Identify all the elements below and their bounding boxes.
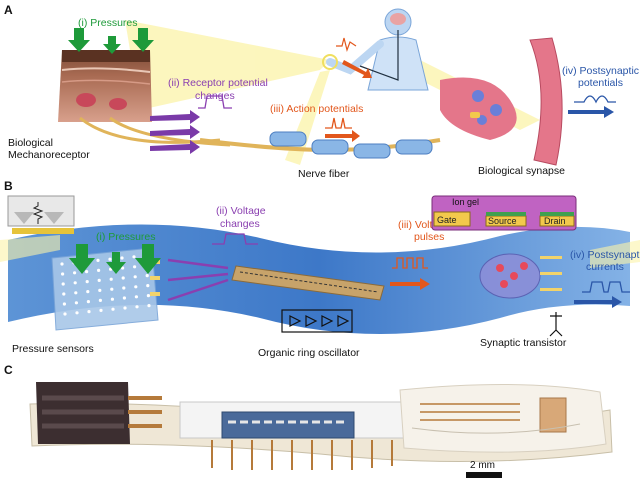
receptor-potential-trace (198, 95, 232, 109)
sensor-pixel (132, 255, 136, 259)
sensor-pixel (86, 300, 90, 304)
panel-b-pressures-label: (i) Pressures (96, 231, 156, 243)
sensor-pixel (98, 288, 102, 292)
panel-b-glow-beams (0, 235, 640, 268)
sensor-pixel (73, 271, 77, 275)
human-figure-illustration (322, 8, 429, 91)
sensor-pixel (60, 262, 64, 266)
ring-oscillator-chip (231, 265, 385, 301)
action-potential-trace (325, 117, 352, 129)
sensor-pixel (61, 272, 65, 276)
oscillator-label: Organic ring oscillator (258, 347, 360, 359)
panel-a-post-label-1: (iv) Postsynaptic (562, 65, 639, 77)
panel-b-orange-arrow (390, 278, 430, 290)
sensor-pixel (146, 294, 150, 298)
pressure-sensor-inset (7, 195, 75, 234)
sensor-pixel (97, 278, 101, 282)
nerve-fiber-label: Nerve fiber (298, 168, 350, 180)
sensor-pixel (133, 275, 137, 279)
gate-label: Gate (437, 215, 457, 225)
sensor-pixel (145, 274, 149, 278)
sensor-pixel (86, 290, 90, 294)
mechanoreceptor-label-1: Biological (8, 137, 53, 149)
scale-bar-label: 2 mm (470, 460, 495, 471)
panel-b-voltage-label-1: (ii) Voltage (216, 205, 266, 217)
human-spike-trace (336, 37, 357, 53)
sensor-pixel (120, 256, 124, 260)
sensor-pixel (61, 282, 65, 286)
panel-a-pressure-arrows (68, 28, 154, 54)
sensor-pixel (99, 308, 103, 312)
postsynaptic-potential-trace (574, 95, 616, 104)
panel-b-post-label-1: (iv) Postsynaptic (570, 249, 640, 261)
sensor-pixel (98, 298, 102, 302)
sensor-pixel (74, 291, 78, 295)
sensor-pixel (62, 292, 66, 296)
sensor-pixel (96, 258, 100, 262)
synapse-label: Biological synapse (478, 165, 565, 177)
voltage-pulse-trace (392, 257, 428, 269)
panel-a-action-label: (iii) Action potentials (270, 103, 363, 115)
sensor-pixel (146, 284, 150, 288)
sensor-pixel (147, 304, 151, 308)
sensor-pixel (62, 302, 66, 306)
sensor-pixel (63, 312, 67, 316)
voltage-change-trace (212, 233, 258, 245)
sensor-pixel (121, 266, 125, 270)
panel-a-blue-arrow (568, 106, 614, 118)
panel-b-pressure-arrows (69, 244, 161, 274)
sensor-pixel (109, 277, 113, 281)
drain-label: Drain (544, 216, 566, 226)
postsynaptic-current-trace (582, 281, 630, 293)
ring-oscillator-schematic (281, 309, 353, 333)
panel-b-voltage-label-2: changes (220, 218, 260, 230)
panel-a-pressures-label: (i) Pressures (78, 17, 138, 29)
sensor-pixel (74, 301, 78, 305)
panel-a-purple-arrows (150, 110, 200, 154)
panel-b-blue-arrow (574, 296, 622, 308)
sensor-pixel (108, 257, 112, 261)
sensor-pixel (134, 295, 138, 299)
panel-a-receptor-label-1: (ii) Receptor potential (168, 77, 268, 89)
sensor-pixel (133, 265, 137, 269)
panel-b-pulses-label-2: pulses (414, 231, 444, 243)
sensor-pixel (97, 268, 101, 272)
panel-b-purple-arrows (167, 258, 229, 302)
panel-c-label: C (4, 363, 13, 377)
panel-b-label: B (4, 179, 13, 193)
panel-a-post-label-2: potentials (578, 77, 623, 89)
sensor-pixel (122, 286, 126, 290)
device-photograph (29, 382, 613, 470)
sensors-label: Pressure sensors (12, 343, 94, 355)
sensor-pixel (122, 296, 126, 300)
panel-a-orange-arrow (325, 130, 360, 142)
panel-a-label: A (4, 3, 13, 17)
sensor-pixel (121, 276, 125, 280)
scale-bar (466, 472, 502, 478)
synaptic-transistor-inset (431, 195, 577, 231)
synaptic-transistor-device (479, 253, 563, 337)
mechanoreceptor-illustration (58, 50, 231, 147)
sensor-pixel (134, 285, 138, 289)
ion-gel-label: Ion gel (452, 197, 479, 207)
panel-b-post-label-2: currents (586, 261, 624, 273)
nerve-fiber-illustration (199, 131, 441, 159)
sensor-pixel (110, 287, 114, 291)
sensor-pixel (110, 297, 114, 301)
sensor-pixel (111, 307, 115, 311)
transistor-label: Synaptic transistor (480, 337, 567, 349)
sensor-pixel (87, 310, 91, 314)
mechanoreceptor-label-2: Mechanoreceptor (8, 149, 90, 161)
human-orange-arrow (342, 60, 372, 78)
sensor-pixel (123, 306, 127, 310)
sensor-pixel (85, 270, 89, 274)
synapse-illustration (440, 37, 563, 166)
sensor-pixel (73, 281, 77, 285)
source-label: Source (488, 216, 517, 226)
sensor-pixel (85, 280, 89, 284)
sensor-pixel (75, 311, 79, 315)
sensor-pixel (135, 305, 139, 309)
